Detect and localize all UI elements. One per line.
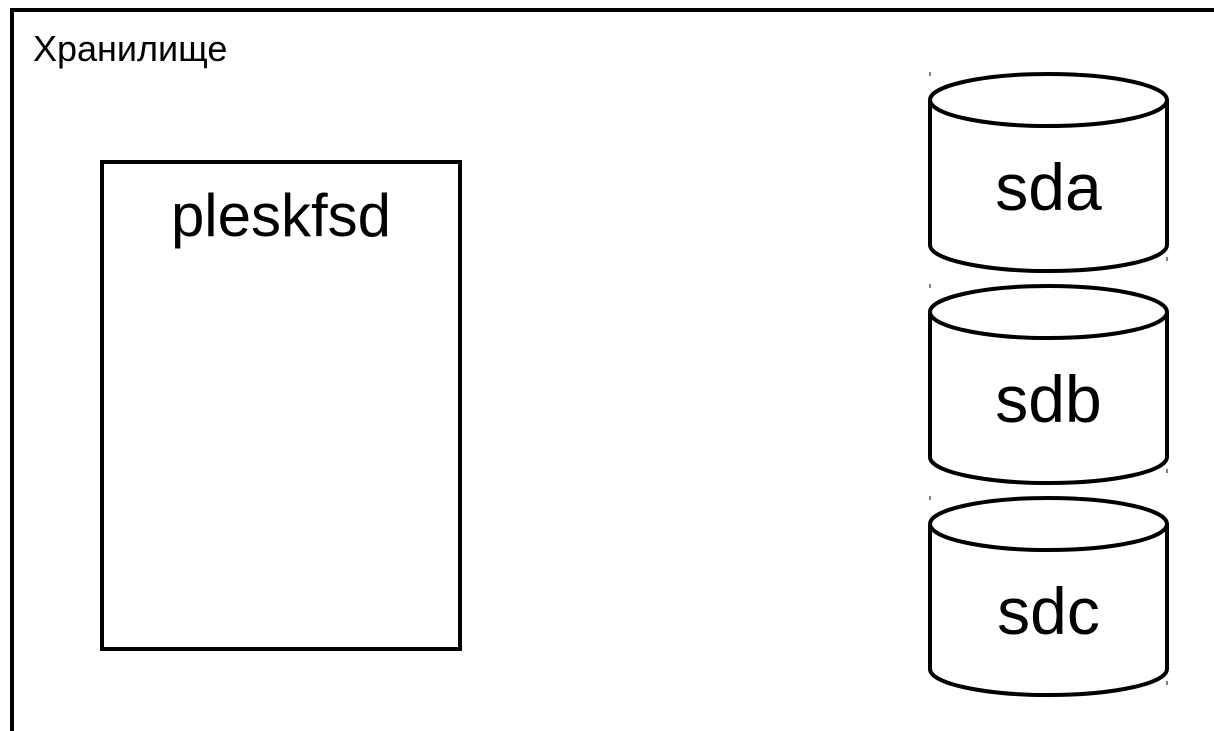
volume-box: [100, 160, 462, 651]
storage-title: Хранилище: [33, 28, 228, 69]
volume-label: pleskfsd: [170, 182, 392, 249]
